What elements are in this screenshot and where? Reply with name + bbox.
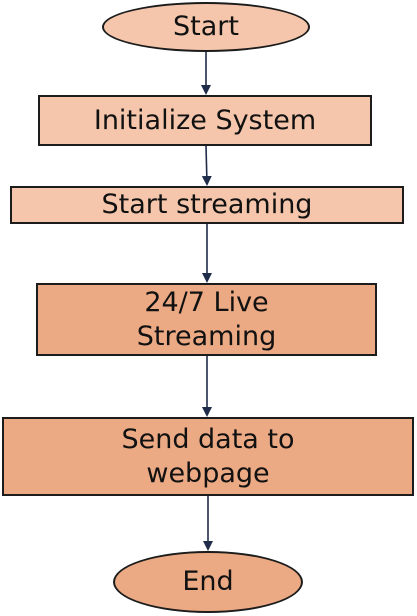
send-data-label: Send data to webpage xyxy=(121,423,295,489)
arrow-initialize-to-start-streaming xyxy=(201,145,212,186)
live-streaming-label: 24/7 Live Streaming xyxy=(136,286,277,352)
start-terminal: Start xyxy=(102,2,310,52)
end-terminal: End xyxy=(113,551,303,613)
start-label: Start xyxy=(173,11,239,43)
live-streaming-box: 24/7 Live Streaming xyxy=(36,283,377,356)
initialize-system-box: Initialize System xyxy=(38,95,372,146)
start-streaming-label: Start streaming xyxy=(101,189,313,221)
send-data-box: Send data to webpage xyxy=(2,417,414,496)
start-streaming-box: Start streaming xyxy=(10,186,404,224)
end-label: End xyxy=(182,566,234,598)
initialize-system-label: Initialize System xyxy=(93,104,317,136)
